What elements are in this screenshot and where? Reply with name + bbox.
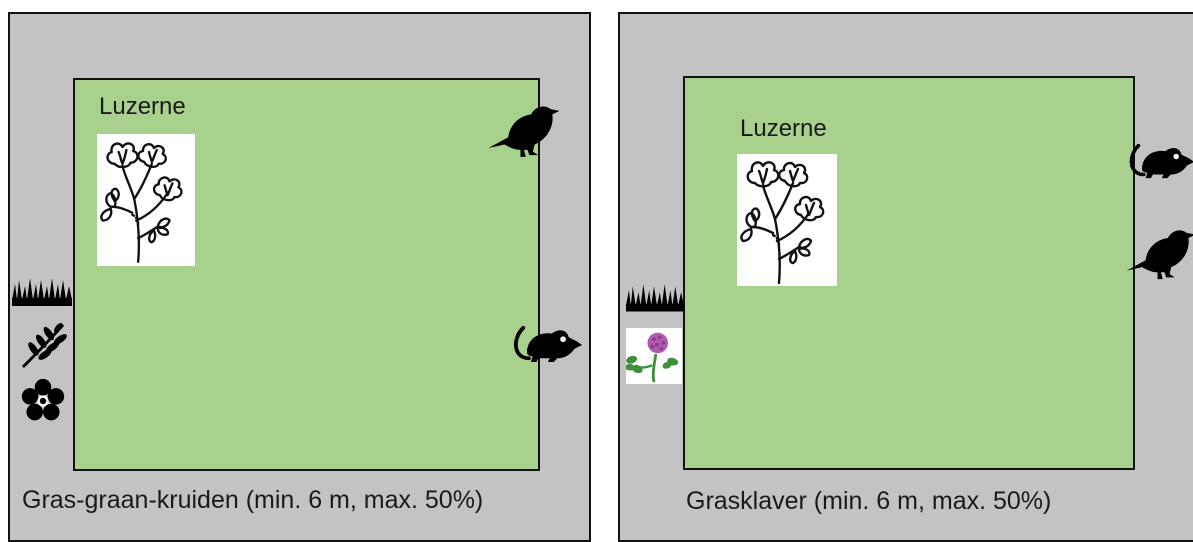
bird-icon <box>1126 226 1193 286</box>
caption: Grasklaver (min. 6 m, max. 50%) <box>686 487 1052 515</box>
flower-icon <box>20 378 66 424</box>
mouse-icon <box>508 320 584 368</box>
grass-icon <box>626 278 684 316</box>
field-label: Luzerne <box>740 115 827 142</box>
field-label: Luzerne <box>99 93 186 120</box>
bird-icon <box>488 102 560 164</box>
red-clover-icon <box>626 328 682 384</box>
grain-icon <box>20 322 68 370</box>
caption: Gras-graan-kruiden (min. 6 m, max. 50%) <box>22 486 484 514</box>
field-scheme-grass-grain-herbs: Luzerne Gras-graan-kruiden (min. 6 m, ma… <box>8 12 591 542</box>
field-scheme-grass-clover: Luzerne Grasklaver (min. 6 m, max. 50%) <box>618 12 1193 542</box>
grass-icon <box>12 276 72 306</box>
field-area: Luzerne <box>73 78 540 471</box>
alfalfa-plant-icon <box>97 134 195 266</box>
field-area: Luzerne <box>683 76 1135 470</box>
mouse-icon <box>1124 138 1193 184</box>
alfalfa-plant-icon <box>737 154 837 286</box>
